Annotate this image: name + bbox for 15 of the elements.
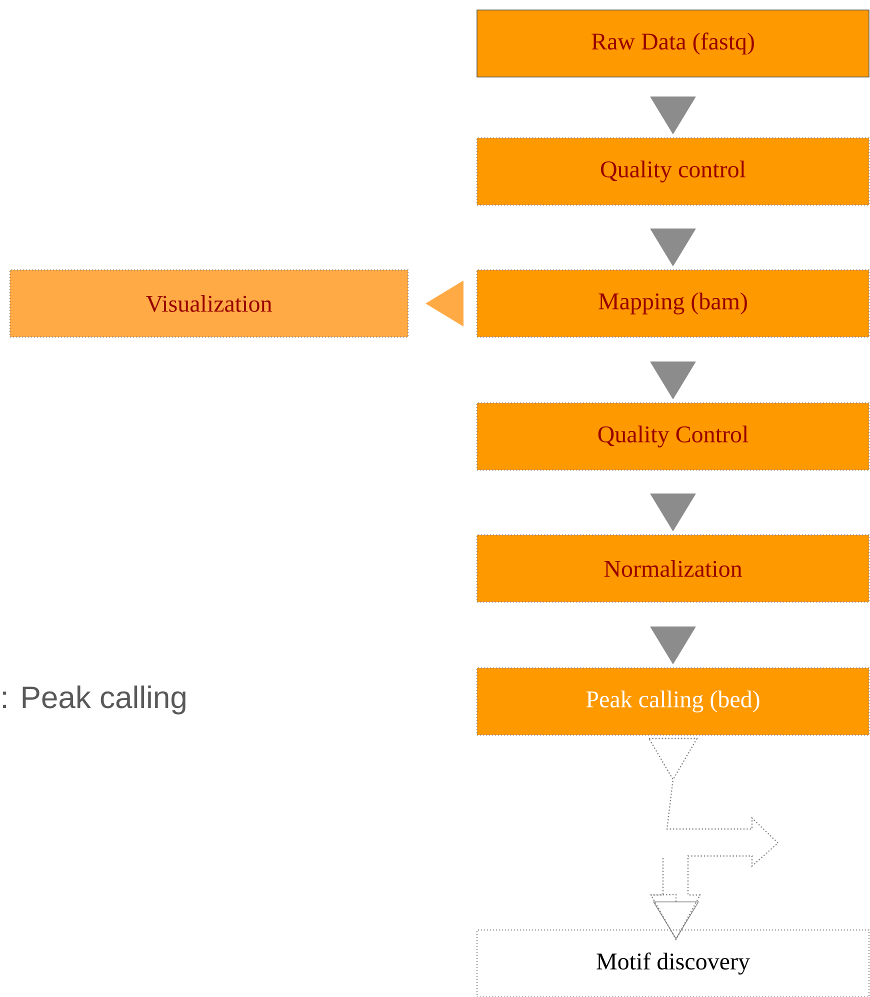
- note-text: : Peak calling: [3, 686, 186, 714]
- process-box: Mapping (bam): [476, 270, 870, 338]
- arrow: [426, 280, 464, 326]
- process-box: Visualization: [10, 270, 408, 338]
- process-box: Normalization: [476, 534, 870, 602]
- process-box: Raw Data (fastq): [476, 10, 870, 78]
- arrow: [650, 361, 696, 400]
- process-box: Peak calling (bed): [476, 668, 870, 736]
- arrow: [650, 626, 696, 664]
- arrow: [650, 493, 696, 532]
- process-box: Quality control: [476, 138, 870, 206]
- arrow: [650, 228, 696, 266]
- arrow: [650, 96, 696, 134]
- process-box: Quality Control: [476, 402, 870, 470]
- output-box: Motif discovery: [476, 930, 870, 997]
